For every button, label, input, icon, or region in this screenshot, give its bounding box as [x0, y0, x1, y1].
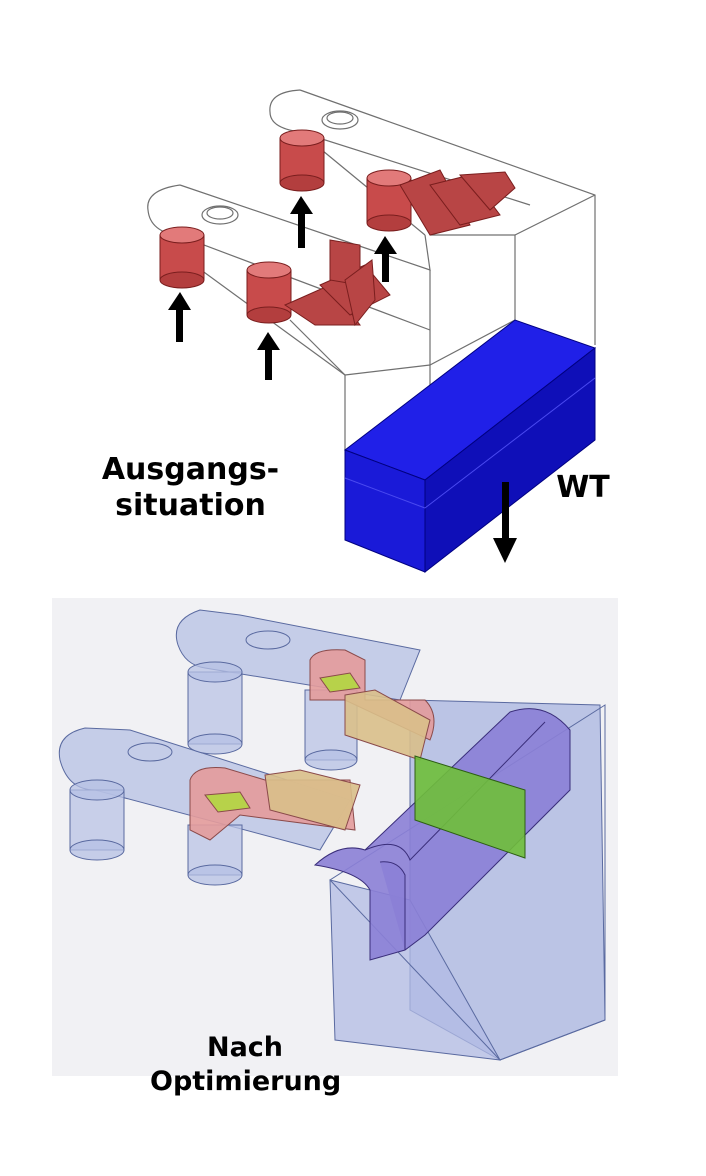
- cylinder-4: [246, 261, 292, 324]
- label-ausgangssituation-line2: situation: [115, 488, 266, 523]
- cooling-plate-2: [364, 721, 546, 861]
- channel-lower-tan: [264, 769, 361, 831]
- mold-upper-finger: [269, 89, 531, 206]
- cylinder-1: [279, 129, 325, 192]
- label-ausgangssituation-line1: Ausgangs-: [101, 452, 280, 487]
- label-nach: Nach: [206, 1032, 284, 1063]
- channel-upper-tan: [344, 689, 431, 761]
- contact-green-upper: [319, 672, 361, 693]
- cooling-plate-1: [313, 708, 571, 961]
- arrow-up-4: [257, 332, 280, 380]
- cylinder-2: [366, 169, 412, 232]
- label-wt: WT: [556, 470, 610, 505]
- arrow-up-3: [168, 292, 191, 342]
- heat-exchanger-wt: [343, 319, 597, 574]
- label-optimierung: Optimierung: [150, 1066, 342, 1097]
- heat-sink-green: [414, 755, 526, 859]
- heater-cylinders: [159, 129, 516, 327]
- heater-fins-upper: [399, 169, 516, 236]
- cooling-plate-3: [379, 861, 406, 950]
- cooling-plates: [313, 708, 571, 961]
- arrow-up-2: [374, 236, 397, 282]
- heat-arrows-up: [168, 196, 397, 380]
- initial-situation-diagram: [147, 89, 597, 574]
- heat-arrow-down: [493, 482, 517, 563]
- heater-fins-lower: [283, 239, 391, 327]
- wt-side-face: [424, 346, 596, 574]
- arrow-up-1: [290, 196, 313, 248]
- cylinder-3: [159, 226, 205, 289]
- cylinder-legs: [69, 661, 358, 886]
- heating-channels: [189, 649, 435, 841]
- contact-green-lower: [204, 791, 251, 813]
